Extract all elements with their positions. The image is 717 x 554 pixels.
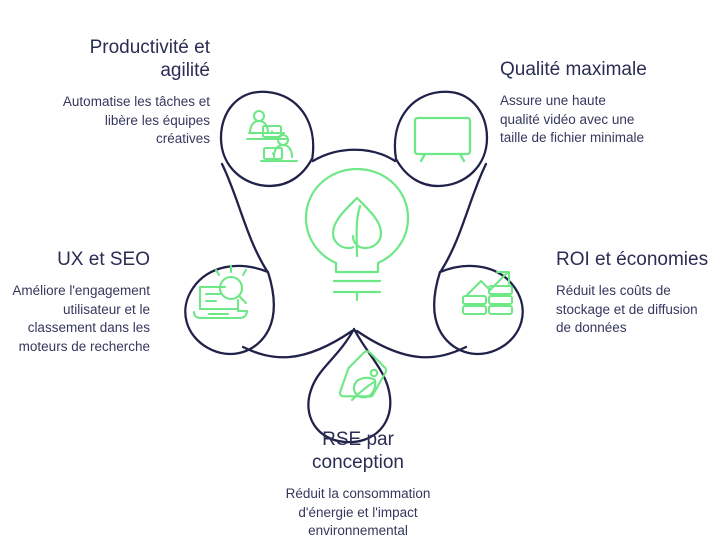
petal-shape-quality	[393, 90, 489, 188]
eco-tag-leaf-icon	[338, 350, 388, 402]
petal-description-productivity: Automatise les tâches et libère les équi…	[62, 94, 210, 146]
petal-title-roi: ROI et économies	[556, 249, 709, 270]
petal-shape-roi	[433, 264, 524, 356]
petal-description-ux-seo: Améliore l'engagement utilisateur et le …	[12, 283, 150, 354]
connector-arc-left	[220, 162, 269, 273]
connector-arc-top	[311, 148, 397, 163]
label-block-productivity: Productivité et agilité Automatise les t…	[24, 36, 210, 149]
label-block-quality: Qualité maximale Assure une haute qualit…	[500, 58, 700, 148]
laptop-search-icon	[192, 264, 249, 320]
label-block-roi: ROI et économies Réduit les coûts de sto…	[556, 248, 716, 338]
petal-description-roi: Réduit les coûts de stockage et de diffu…	[556, 283, 698, 335]
connector-arc-br	[355, 329, 468, 359]
petal-shape-ux	[184, 264, 275, 356]
growth-coins-icon	[461, 270, 514, 316]
people-laptops-icon	[245, 109, 299, 163]
connector-arc-bl	[241, 329, 354, 359]
label-block-ux-seo: UX et SEO Améliore l'engagement utilisat…	[4, 248, 150, 356]
petal-title-ux-seo: UX et SEO	[57, 249, 150, 270]
petal-title-rse: RSE par conception	[312, 429, 404, 473]
petal-shape-productivity	[219, 90, 315, 188]
lightbulb-leaf-icon	[304, 167, 410, 302]
petal-title-quality: Qualité maximale	[500, 59, 647, 80]
label-block-rse: RSE par conception Réduit la consommatio…	[258, 428, 458, 541]
petal-shape-rse	[307, 327, 392, 444]
connector-arc-right	[439, 162, 488, 273]
petal-description-rse: Réduit la consommation d'énergie et l'im…	[285, 486, 431, 538]
television-icon	[413, 116, 472, 163]
petal-title-productivity: Productivité et agilité	[89, 37, 210, 81]
petal-description-quality: Assure une haute qualité vidéo avec une …	[500, 93, 645, 145]
